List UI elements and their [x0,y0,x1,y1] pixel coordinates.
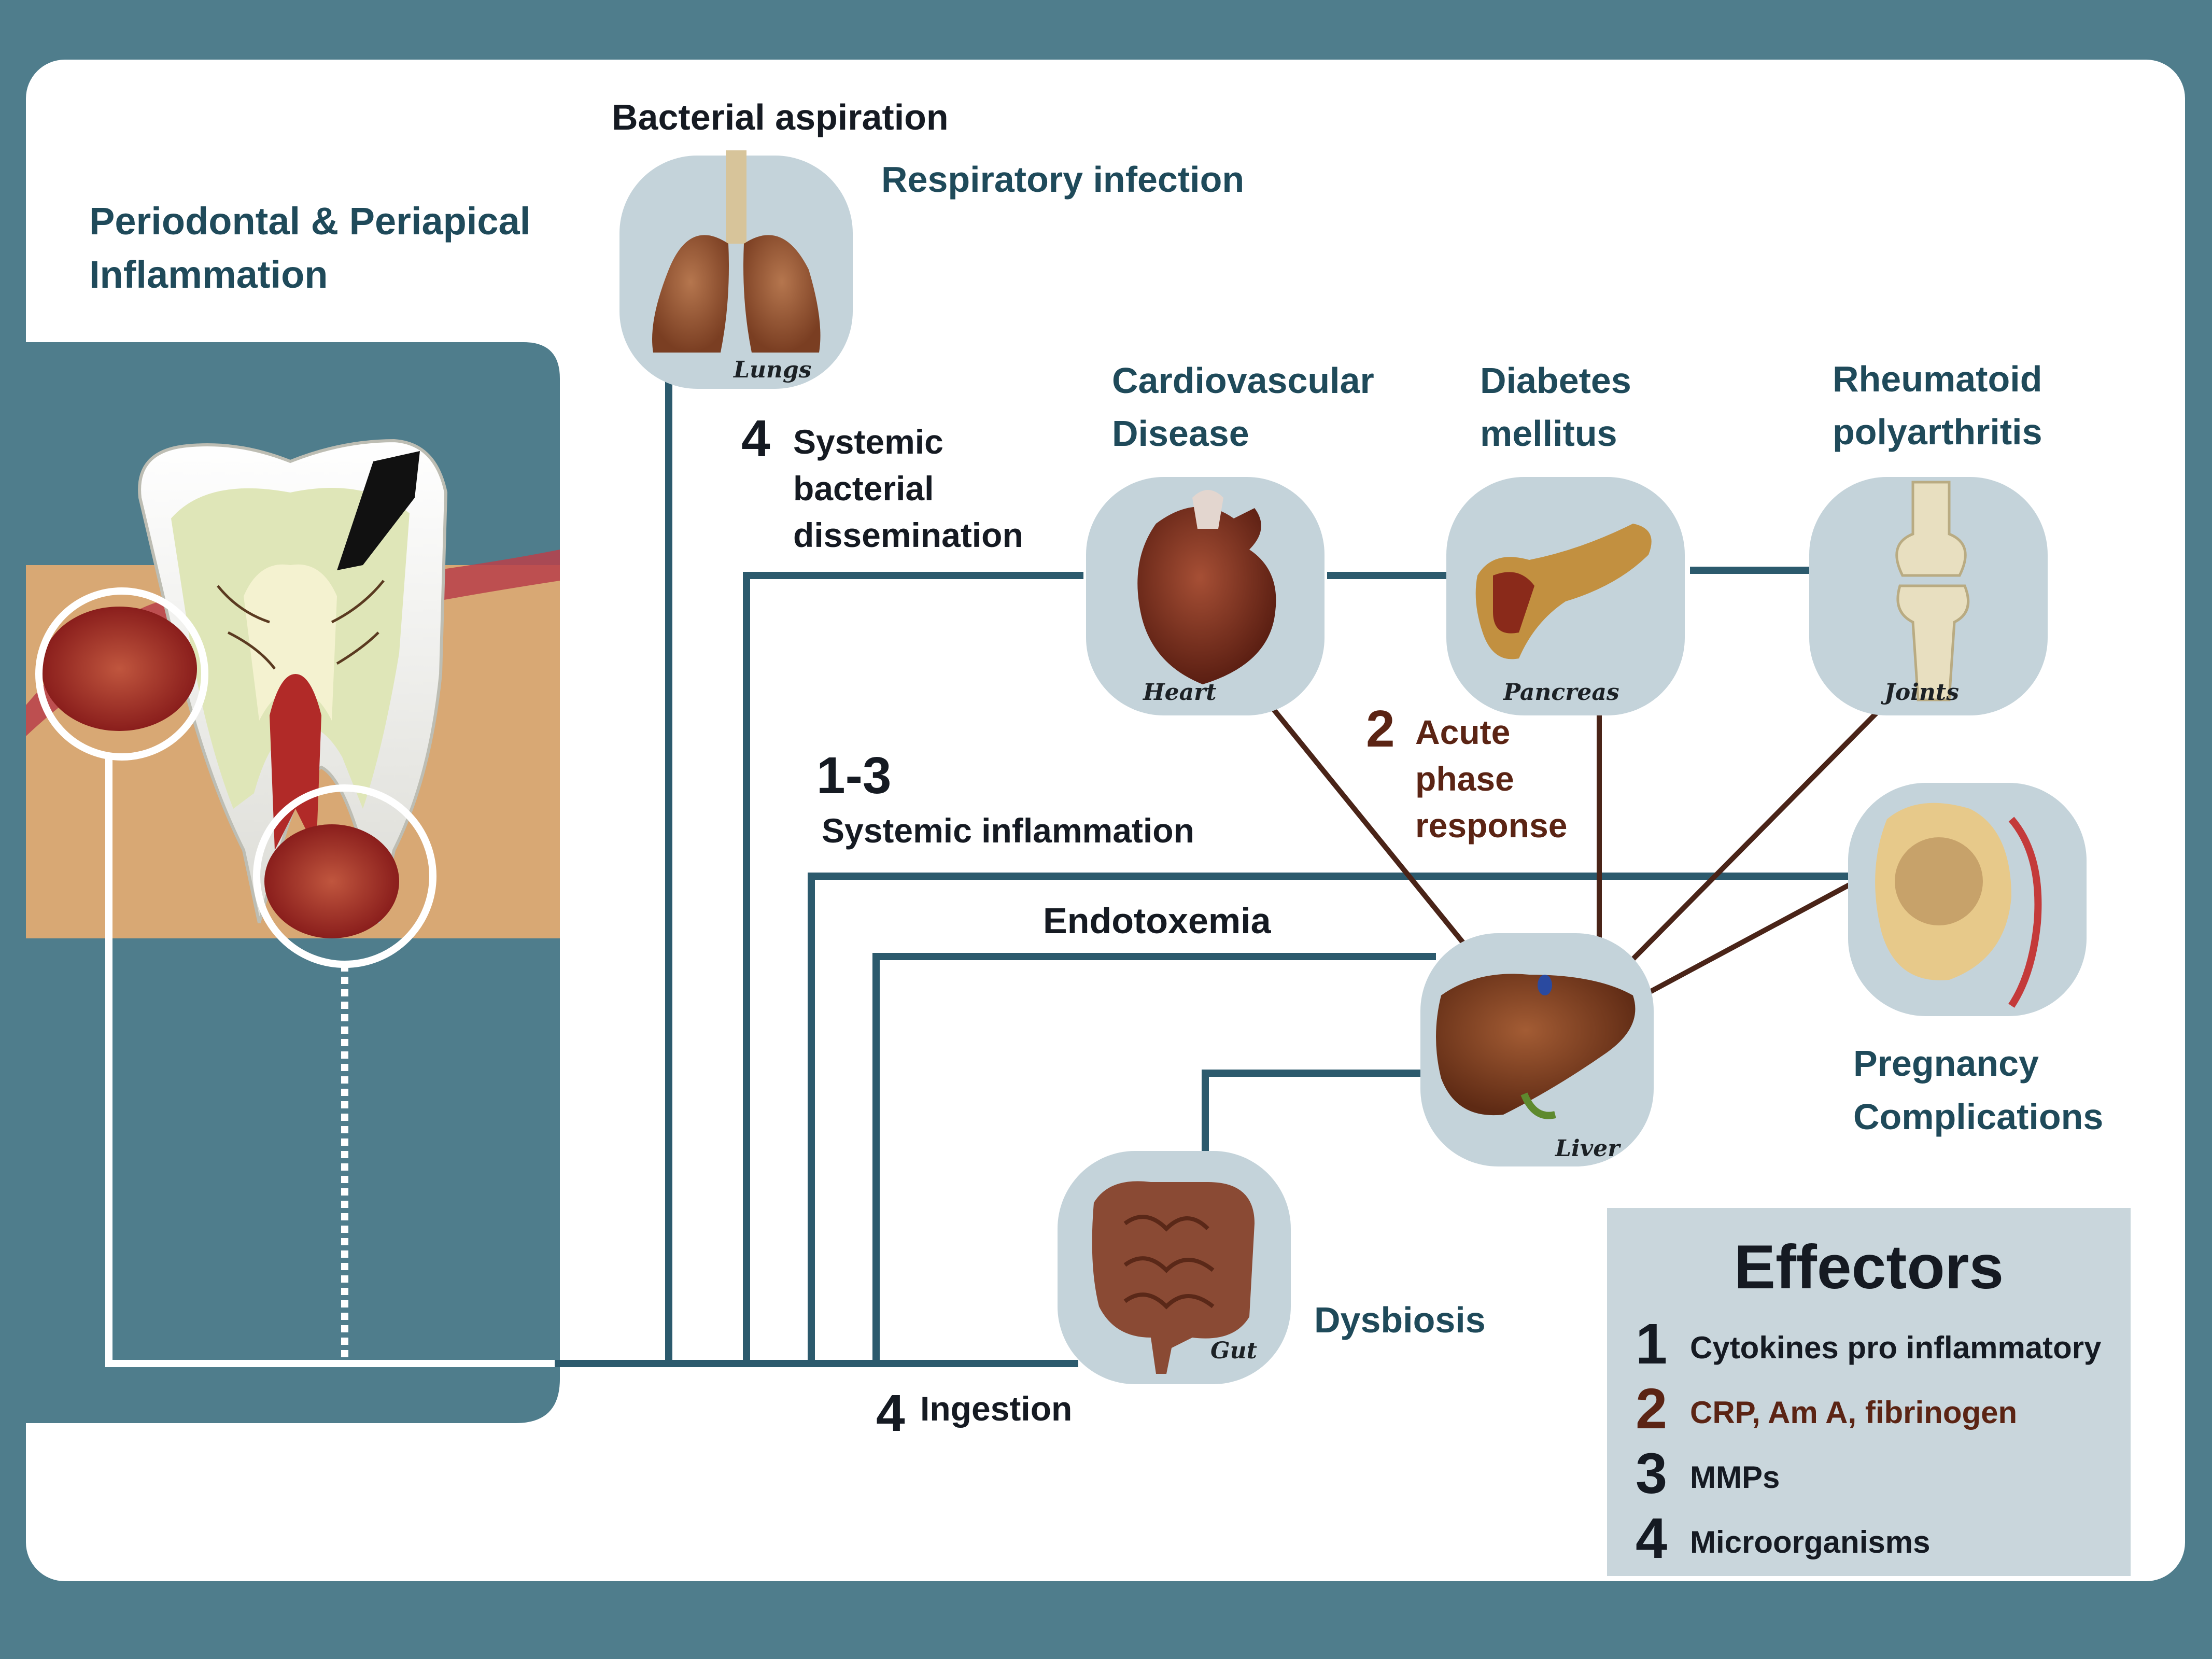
acute-phase-line1: Acute [1415,713,1510,751]
effectors-title: Effectors [1734,1232,2004,1302]
connector-lines [555,373,1848,1367]
periodontal-circle [35,587,208,761]
lungs-organ [619,150,853,389]
dysbiosis-label: Dysbiosis [1314,1300,1486,1340]
diabetes-title-line2: mellitus [1480,413,1617,454]
heart-organ [1086,477,1325,715]
tooth-illustration [138,439,448,923]
bacterial-aspiration-label: Bacterial aspiration [612,97,949,137]
rheumatoid-title-line2: polyarthritis [1833,412,2042,452]
gut-organ [1058,1151,1291,1384]
page-title-line2: Inflammation [89,253,328,296]
systemic-inflammation-number: 1-3 [816,747,892,805]
effector-label-2: CRP, Am A, fibrinogen [1690,1395,2017,1430]
dissemination-line1: Systemic [793,423,943,461]
acute-phase-lines [1268,703,1881,998]
heart-caption: Heart [1142,679,1217,706]
liver-organ [1420,933,1654,1166]
periodontal-inflammation [41,607,197,731]
page-title-line1: Periodontal & Periapical [89,200,530,243]
dissemination-line3: dissemination [793,516,1023,554]
acute-phase-number: 2 [1366,700,1395,758]
acute-phase-line3: response [1415,806,1567,845]
dissemination-number: 4 [741,410,770,468]
pregnancy-title-line2: Complications [1853,1096,2103,1137]
effector-number-3: 3 [1636,1442,1667,1506]
effector-label-1: Cytokines pro inflammatory [1690,1330,2102,1365]
lungs-caption: Lungs [732,357,811,383]
joints-caption: Joints [1881,679,1959,706]
effector-number-2: 2 [1636,1377,1667,1441]
pregnancy-organ [1848,783,2087,1016]
liver-caption: Liver [1554,1135,1621,1162]
effector-label-3: MMPs [1690,1460,1780,1495]
dissemination-line2: bacterial [793,469,934,508]
pancreas-organ [1446,477,1685,715]
effector-number-4: 4 [1636,1507,1667,1570]
joints-organ [1809,477,2048,715]
cardiovascular-title-line1: Cardiovascular [1112,360,1374,401]
ingestion-label: Ingestion [920,1389,1072,1428]
systemic-inflammation-label: Systemic inflammation [822,811,1194,850]
diabetes-title-line1: Diabetes [1480,360,1631,401]
rheumatoid-title-line1: Rheumatoid [1833,359,2042,399]
pregnancy-title-line1: Pregnancy [1853,1043,2039,1084]
acute-phase-line2: phase [1415,760,1514,798]
periodontal-connector [105,757,555,1367]
ingestion-number: 4 [876,1384,905,1442]
periapical-inflammation [264,824,399,938]
pancreas-caption: Pancreas [1502,679,1619,706]
gut-caption: Gut [1210,1338,1257,1364]
cardiovascular-title-line2: Disease [1112,413,1249,454]
endotoxemia-label: Endotoxemia [1043,901,1272,941]
effector-label-4: Microorganisms [1690,1525,1930,1559]
effector-number-1: 1 [1636,1312,1667,1376]
effectors-panel: Effectors 1 Cytokines pro inflammatory 2… [1607,1208,2131,1576]
main-panel [26,60,2185,1581]
respiratory-infection-label: Respiratory infection [881,159,1244,200]
